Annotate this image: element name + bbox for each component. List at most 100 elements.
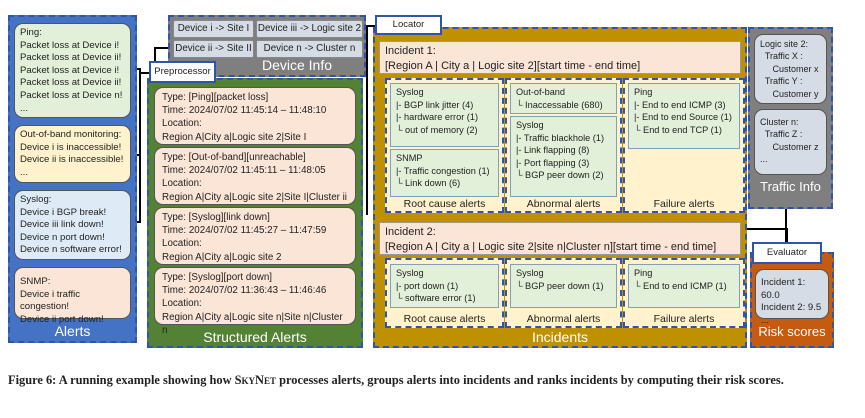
- text-line: Device iii link down!: [20, 219, 104, 231]
- text-line: [Region A | City a | Logic site 2|site n…: [385, 241, 717, 253]
- risk-scores-title: Risk scores: [758, 324, 826, 339]
- text-line: Out-of-band monitoring:: [20, 129, 122, 140]
- text-line: Traffic Y :: [760, 76, 803, 87]
- text-line: Time: 2024/07/02 11:45:27 – 11:47:59: [162, 225, 327, 237]
- incidents-title: Incidents: [531, 329, 589, 345]
- text-line: |- End to end ICMP (3): [634, 99, 726, 110]
- traffic-info-panel: Logic site 2: Traffic X : Customer x Tra…: [748, 27, 833, 209]
- text-line: ...: [761, 314, 769, 326]
- text-line: Traffic X :: [760, 51, 803, 62]
- connector: [747, 228, 788, 230]
- text-line: └ software error (1): [396, 293, 476, 304]
- incident-2-abnormal: Syslog └ BGP peer down (1) Abnormal alert…: [505, 258, 622, 328]
- structured-alert-card: Type: [Out-of-band][unreachable] Time: 20…: [154, 147, 356, 205]
- text-line: Customer y: [760, 88, 819, 99]
- text-line: Time: 2024/07/02 11:45:14 – 11:48:10: [162, 105, 327, 117]
- text-line: Syslog:: [20, 194, 52, 205]
- text-line: Time: 2024/07/02 11:45:11 – 11:48:05: [162, 165, 326, 177]
- caption-system-name: SkyNet: [234, 373, 276, 387]
- column-title: Abnormal alerts: [526, 313, 601, 325]
- device-mapping: Device i -> Site I: [173, 20, 254, 38]
- text-line: Type: [Out-of-band][unreachable]: [162, 152, 306, 163]
- connector: [154, 47, 168, 49]
- text-line: Syslog: [516, 268, 544, 278]
- device-info-title: Device Info: [261, 57, 333, 73]
- text-line: Incident 1:: [385, 45, 436, 57]
- incident-1-header: Incident 1: [Region A | City a | Logic si…: [379, 41, 741, 74]
- text-line: Packet loss at Device n!: [20, 89, 123, 101]
- text-line: ...: [20, 166, 28, 178]
- text-line: Location:: [162, 178, 202, 190]
- text-line: SNMP: [396, 153, 423, 163]
- text-line: |- Traffic congestion (1): [396, 165, 490, 176]
- syslog-group: Syslog|- Traffic blackhole (1)|- Link fl…: [510, 116, 617, 197]
- ping-group: Ping└ End to end ICMP (1): [628, 264, 740, 308]
- text-line: [Region A | City a | Logic site 2][start…: [385, 60, 641, 72]
- text-line: Type: [Syslog][port down]: [162, 272, 272, 283]
- ping-group: Ping|- End to end ICMP (3)|- End to end …: [628, 83, 740, 149]
- structured-alerts-title: Structured Alerts: [203, 329, 307, 345]
- text-line: └ Inaccessable (680): [516, 99, 603, 110]
- preprocessor-label: Preprocessor: [149, 61, 216, 83]
- text-line: Device i traffic congestion!: [20, 288, 81, 313]
- text-line: Region A|City a|Logic site 2|Site I: [162, 131, 307, 143]
- alerts-title: Alerts: [54, 323, 91, 339]
- text-line: Packet loss at Device ii!: [20, 77, 122, 89]
- text-line: └ Link down (6): [396, 178, 461, 189]
- oob-alerts: Out-of-band monitoring:Device i is inacc…: [14, 125, 131, 183]
- text-line: └ End to end TCP (1): [634, 124, 722, 135]
- oob-group: Out-of-band └ Inaccessable (680): [510, 83, 617, 114]
- column-title: Abnormal alerts: [526, 198, 601, 210]
- text-line: Packet loss at Device i!: [20, 64, 120, 76]
- structured-alert-card: Type: [Syslog][port down] Time: 2024/07/0…: [154, 267, 356, 336]
- text-line: Region A|City a|Logic site n|Site n|Clus…: [162, 311, 343, 336]
- text-line: Traffic Z :: [760, 129, 803, 140]
- text-line: Device i BGP break!: [20, 206, 107, 218]
- figure-caption: Figure 6: A running example showing how …: [8, 372, 858, 388]
- text-line: └ BGP peer down (2): [516, 170, 604, 181]
- structured-alert-card: Type: [Ping][packet loss] Time: 2024/07/0…: [154, 87, 356, 145]
- text-line: Time: 2024/07/02 11:36:43 – 11:46:46: [162, 285, 327, 297]
- text-line: └ BGP peer down (1): [516, 280, 604, 291]
- text-line: Syslog: [396, 87, 424, 97]
- column-title: Root cause alerts: [403, 313, 486, 325]
- text-line: Region A|City a|Logic site 2: [162, 251, 282, 263]
- incidents-panel: Incident 1: [Region A | City a | Logic si…: [373, 27, 747, 348]
- connector: [137, 68, 140, 70]
- text-line: Customer x: [760, 63, 819, 74]
- text-line: Location:: [162, 118, 202, 130]
- structured-alerts-panel: Type: [Ping][packet loss] Time: 2024/07/0…: [147, 78, 363, 348]
- text-line: Cluster n:: [760, 117, 799, 127]
- ping-alerts: Ping:Packet loss at Device i!Packet loss…: [14, 23, 131, 118]
- column-title: Failure alerts: [653, 198, 715, 210]
- traffic-info-title: Traffic Info: [760, 179, 821, 194]
- text-line: └ End to end ICMP (1): [634, 280, 727, 291]
- traffic-box: Logic site 2: Traffic X : Customer x Tra…: [754, 34, 827, 104]
- text-line: Incident 2:: [385, 226, 436, 238]
- text-line: Device ii port down!: [20, 313, 104, 325]
- incident-2-header: Incident 2: [Region A | City a | Logic si…: [379, 222, 741, 255]
- incident-1-abnormal: Out-of-band └ Inaccessable (680) Syslog|-…: [505, 78, 622, 213]
- text-line: Ping: [634, 87, 653, 97]
- caption-suffix: processes alerts, groups alerts into inc…: [275, 373, 784, 387]
- text-line: Out-of-band: [516, 87, 566, 97]
- evaluator-label: Evaluator: [752, 242, 822, 264]
- text-line: Device ii is inaccessible!: [20, 154, 124, 166]
- text-line: ...: [760, 154, 768, 165]
- text-line: Type: [Ping][packet loss]: [162, 92, 269, 103]
- connector: [139, 68, 141, 154]
- snmp-alerts: SNMP:Device i traffic congestion!Device …: [14, 267, 131, 325]
- text-line: Syslog: [516, 120, 544, 130]
- column-title: Failure alerts: [653, 313, 715, 325]
- connector: [366, 25, 375, 27]
- connector: [366, 25, 368, 215]
- snmp-group: SNMP |- Traffic congestion (1) └ Link down…: [390, 149, 499, 197]
- text-line: Incident 1: 60.0: [761, 277, 806, 301]
- text-line: Device n port down!: [20, 231, 105, 243]
- device-mapping: Device iii -> Logic site 2: [256, 20, 363, 38]
- incident-1-root-cause: Syslog|- BGP link jitter (4)|- hardware …: [385, 78, 504, 213]
- connector: [139, 154, 141, 223]
- text-line: Ping:: [20, 27, 42, 38]
- syslog-group: Syslog └ BGP peer down (1): [510, 264, 617, 308]
